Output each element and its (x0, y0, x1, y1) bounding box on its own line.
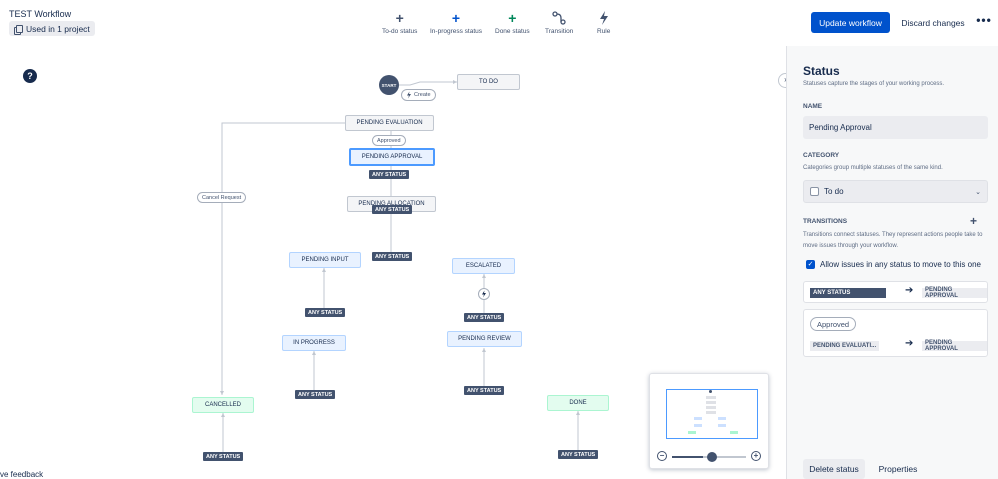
category-value: To do (824, 187, 844, 196)
cancel-request-transition[interactable]: Cancel Request (197, 192, 247, 203)
category-swatch-icon (810, 187, 819, 196)
create-label: Create (414, 92, 431, 98)
status-in-progress[interactable]: IN PROGRESS (282, 335, 346, 351)
allow-any-status-checkbox[interactable]: ✓ Allow issues in any status to move to … (806, 260, 981, 269)
minimap-node (694, 424, 702, 427)
allow-any-label: Allow issues in any status to move to th… (820, 260, 981, 269)
zoom-out-icon[interactable]: − (657, 451, 667, 461)
help-icon[interactable]: ? (23, 69, 37, 83)
start-node[interactable]: START (379, 75, 399, 95)
status-escalated[interactable]: ESCALATED (452, 258, 515, 274)
top-bar: TEST Workflow Used in 1 project + To-do … (0, 0, 998, 46)
to-status: PENDING APPROVAL (922, 287, 987, 299)
checkbox-checked-icon[interactable]: ✓ (806, 260, 815, 269)
status-details-panel: Status Statuses capture the stages of yo… (786, 46, 998, 479)
used-in-projects-button[interactable]: Used in 1 project (9, 21, 95, 36)
minimap[interactable]: − + (649, 373, 769, 469)
any-status-tag[interactable]: ANY STATUS (295, 390, 336, 399)
create-transition[interactable]: Create (401, 89, 436, 101)
minimap-node (688, 431, 696, 434)
workflow-title: TEST Workflow (9, 9, 72, 19)
to-status: PENDING APPROVAL (922, 340, 987, 352)
minimap-node (694, 417, 702, 420)
status-pending-evaluation[interactable]: PENDING EVALUATION (345, 115, 434, 131)
category-label: CATEGORY (803, 152, 840, 159)
any-status-tag[interactable]: ANY STATUS (464, 313, 505, 322)
add-todo-status-button[interactable]: + To-do status (382, 10, 417, 35)
plus-icon: + (395, 10, 404, 26)
add-rule-button[interactable]: Rule (597, 10, 610, 35)
bolt-icon (407, 91, 411, 99)
tool-label: Rule (597, 28, 611, 35)
from-status: ANY STATUS (810, 288, 886, 298)
add-transition-plus-icon[interactable]: + (970, 214, 978, 228)
status-done[interactable]: DONE (547, 395, 609, 411)
any-status-tag[interactable]: ANY STATUS (372, 252, 413, 261)
add-transition-button[interactable]: Transition (545, 10, 573, 35)
chevron-down-icon: ⌄ (975, 188, 981, 196)
category-select[interactable]: To do ⌄ (803, 180, 988, 203)
transition-card-any[interactable]: ANY STATUS ➔ PENDING APPROVAL (803, 281, 988, 303)
transition-card-approved[interactable]: Approved PENDING EVALUATI... ➔ PENDING A… (803, 309, 988, 357)
add-inprogress-status-button[interactable]: + In-progress status (430, 10, 482, 35)
arrow-right-icon: ➔ (905, 285, 914, 296)
tool-label: Done status (495, 28, 530, 35)
panel-title: Status (803, 64, 840, 78)
transitions-help: Transitions connect statuses. They repre… (803, 232, 983, 249)
minimap-node (718, 417, 726, 420)
more-options-icon[interactable]: ••• (976, 13, 992, 27)
minimap-start-dot (709, 390, 712, 393)
any-status-tag[interactable]: ANY STATUS (558, 450, 599, 459)
status-pending-review[interactable]: PENDING REVIEW (447, 331, 522, 347)
any-status-tag[interactable]: ANY STATUS (464, 386, 505, 395)
plus-icon: + (508, 10, 517, 26)
minimap-node (706, 401, 716, 404)
category-help: Categories group multiple statuses of th… (803, 165, 943, 171)
transition-icon (552, 11, 566, 25)
zoom-in-icon[interactable]: + (751, 451, 761, 461)
name-label: NAME (803, 103, 823, 110)
status-to-do[interactable]: TO DO (457, 74, 520, 90)
status-name-input[interactable] (803, 116, 988, 139)
plus-icon: + (451, 10, 461, 26)
rule-bolt-icon[interactable] (478, 288, 490, 300)
bolt-icon (599, 11, 608, 25)
any-status-tag[interactable]: ANY STATUS (372, 205, 413, 214)
projects-icon (14, 24, 23, 35)
give-feedback-link[interactable]: ve feedback (0, 470, 44, 479)
properties-button[interactable]: Properties (873, 459, 923, 479)
any-status-tag[interactable]: ANY STATUS (203, 452, 244, 461)
from-status: PENDING EVALUATI... (810, 341, 880, 351)
minimap-viewport[interactable] (666, 389, 758, 439)
tool-label: In-progress status (430, 28, 483, 35)
zoom-fill (672, 456, 704, 458)
minimap-node (730, 431, 738, 434)
arrow-right-icon: ➔ (905, 338, 914, 349)
panel-subtitle: Statuses capture the stages of your work… (803, 81, 945, 87)
minimap-node (718, 424, 726, 427)
zoom-slider-handle[interactable] (707, 452, 718, 462)
delete-status-button[interactable]: Delete status (803, 459, 865, 479)
minimap-node (706, 406, 716, 409)
transition-name: Approved (810, 317, 857, 331)
tool-label: Transition (545, 28, 574, 35)
status-cancelled[interactable]: CANCELLED (192, 397, 254, 413)
add-done-status-button[interactable]: + Done status (495, 10, 530, 35)
transitions-label: TRANSITIONS (803, 218, 848, 225)
approved-transition[interactable]: Approved (372, 135, 406, 146)
discard-changes-button[interactable]: Discard changes (895, 12, 971, 33)
update-workflow-button[interactable]: Update workflow (811, 12, 890, 33)
any-status-tag[interactable]: ANY STATUS (369, 170, 410, 179)
used-in-label: Used in 1 project (26, 23, 90, 34)
minimap-node (706, 396, 716, 399)
tool-label: To-do status (382, 28, 418, 35)
status-pending-approval[interactable]: PENDING APPROVAL (349, 148, 435, 166)
status-pending-input[interactable]: PENDING INPUT (289, 252, 361, 268)
minimap-node (706, 411, 716, 414)
any-status-tag[interactable]: ANY STATUS (305, 308, 346, 317)
